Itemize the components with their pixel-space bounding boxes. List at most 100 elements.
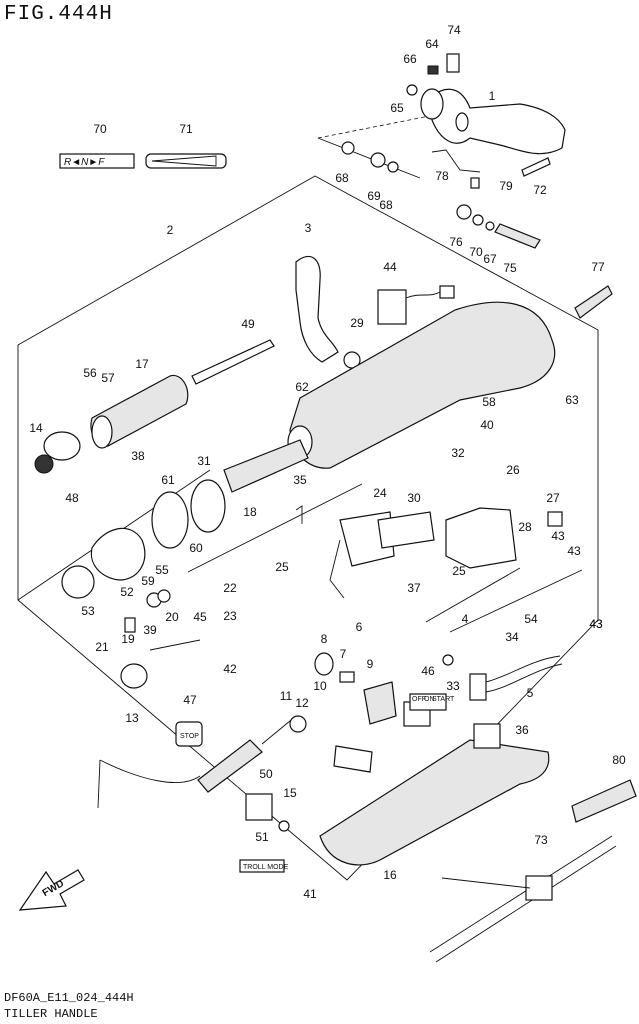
extension-handle-part	[429, 835, 617, 963]
callout-18: 18	[243, 505, 257, 519]
friction-parts	[151, 439, 309, 549]
decal-start-label: START	[432, 696, 455, 703]
troll-mode-label: TROLL MODE	[243, 864, 289, 871]
callout-21: 21	[95, 640, 109, 654]
callout-76: 76	[449, 235, 463, 249]
callout-70: 70	[469, 245, 483, 259]
callout-12: 12	[295, 696, 309, 710]
callout-5: 5	[527, 686, 534, 700]
figure-title: FIG.444H	[4, 3, 113, 26]
callout-14: 14	[29, 421, 43, 435]
callout-63: 63	[565, 393, 579, 407]
callout-36: 36	[515, 723, 529, 737]
callout-56: 56	[83, 366, 97, 380]
stop-knob-part	[120, 663, 148, 689]
callout-64: 64	[425, 37, 439, 51]
throttle-grip-part	[295, 256, 339, 363]
shift-decal-72	[59, 153, 135, 169]
callout-43: 43	[567, 544, 581, 558]
callout-48: 48	[65, 491, 79, 505]
callout-33: 33	[446, 679, 460, 693]
callout-2: 2	[167, 223, 174, 237]
stop-switch-part	[445, 507, 563, 569]
bolt-parts-top	[341, 53, 551, 249]
lower-cover-part	[319, 739, 550, 866]
callout-52: 52	[120, 585, 134, 599]
callout-17: 17	[135, 357, 149, 371]
callout-16: 16	[383, 868, 397, 882]
decal-47	[409, 693, 447, 711]
callout-68: 68	[379, 198, 393, 212]
callout-6: 6	[356, 620, 363, 634]
callout-58: 58	[482, 395, 496, 409]
callout-54: 54	[524, 612, 538, 626]
callout-40: 40	[480, 418, 494, 432]
callout-60: 60	[189, 541, 203, 555]
callout-27: 27	[546, 491, 560, 505]
troll-mode-plate	[239, 859, 285, 873]
twist-grip-part	[34, 374, 189, 474]
decal-73	[145, 153, 227, 169]
cable-part-2	[449, 569, 583, 633]
lanyard-part	[97, 715, 297, 809]
decal-off-label: OFF	[412, 696, 426, 703]
callout-11: 11	[280, 689, 293, 703]
callout-49: 49	[241, 317, 255, 331]
callout-15: 15	[283, 786, 297, 800]
callout-39: 39	[143, 623, 157, 637]
callout-19: 19	[121, 632, 135, 646]
callout-23: 23	[223, 609, 237, 623]
guide-line	[317, 137, 421, 179]
grip-82-part	[571, 779, 637, 823]
callout-7: 7	[340, 647, 347, 661]
harness-part	[469, 655, 563, 701]
callout-75: 75	[503, 261, 517, 275]
grommet-part	[289, 715, 307, 733]
shaft-part	[191, 339, 275, 385]
callout-68: 68	[335, 171, 349, 185]
callout-20: 20	[165, 610, 179, 624]
callout-51: 51	[255, 830, 269, 844]
callout-32: 32	[451, 446, 465, 460]
callout-3: 3	[305, 221, 312, 235]
knob-parts	[61, 527, 171, 633]
callout-25: 25	[275, 560, 289, 574]
callout-45: 45	[193, 610, 207, 624]
callout-66: 66	[403, 52, 417, 66]
callout-74: 74	[447, 23, 461, 37]
callout-25: 25	[452, 564, 466, 578]
stop-plate-label: STOP	[180, 733, 199, 740]
callout-26: 26	[506, 463, 520, 477]
callout-69: 69	[367, 189, 381, 203]
troll-switch-part	[245, 793, 290, 832]
callout-24: 24	[373, 486, 387, 500]
callout-72: 72	[533, 183, 547, 197]
callout-57: 57	[101, 371, 115, 385]
callout-55: 55	[155, 563, 169, 577]
callout-50: 50	[259, 767, 273, 781]
lever-plates	[329, 511, 435, 599]
callout-28: 28	[518, 520, 532, 534]
callout-70: 70	[93, 122, 107, 136]
spring-part	[574, 285, 613, 319]
callout-43: 43	[589, 617, 603, 631]
stop-plate-part	[175, 721, 203, 747]
callout-38: 38	[131, 449, 145, 463]
callout-9: 9	[367, 657, 374, 671]
figure-code: DF60A_E11_024_444H	[4, 991, 134, 1005]
connector-part	[333, 745, 373, 773]
callout-35: 35	[293, 473, 307, 487]
cable-part	[425, 567, 521, 623]
callout-29: 29	[350, 316, 364, 330]
callout-47: 47	[183, 693, 197, 707]
shift-decal-label: R◄N►F	[64, 157, 105, 168]
tiller-housing-part	[289, 301, 556, 469]
assembly-outline	[17, 175, 599, 881]
callout-78: 78	[435, 169, 449, 183]
callout-53: 53	[81, 604, 95, 618]
callout-41: 41	[303, 887, 317, 901]
callout-79: 79	[499, 179, 513, 193]
